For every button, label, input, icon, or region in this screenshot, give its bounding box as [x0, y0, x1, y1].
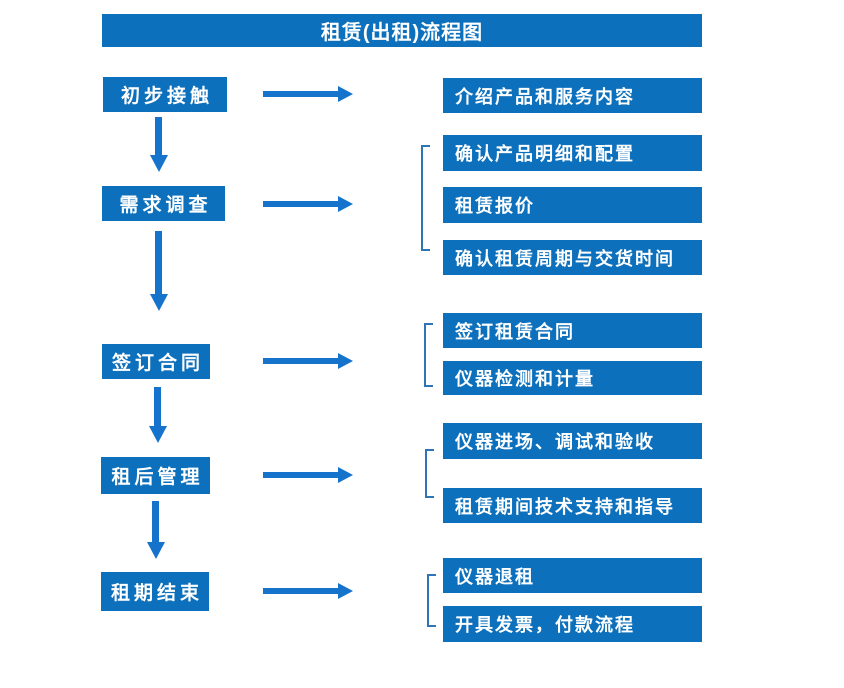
arrow-down-4 — [152, 501, 159, 542]
detail-box-instrument-setup: 仪器进场、调试和验收 — [443, 423, 702, 459]
stage-box-initial-contact: 初步接触 — [103, 77, 227, 112]
detail-box-invoice-payment: 开具发票，付款流程 — [443, 606, 702, 642]
detail-box-instrument-testing: 仪器检测和计量 — [443, 361, 702, 395]
arrow-down-1 — [155, 117, 162, 155]
arrow-right-3 — [263, 358, 338, 364]
detail-box-tech-support: 租赁期间技术支持和指导 — [443, 488, 702, 523]
flowchart-title: 租赁(出租)流程图 — [102, 14, 702, 47]
detail-box-instrument-return: 仪器退租 — [443, 558, 702, 593]
arrow-right-1 — [263, 91, 338, 97]
detail-box-rental-quotation: 租赁报价 — [443, 187, 702, 223]
stage-box-demand-survey: 需求调查 — [102, 186, 225, 221]
arrow-down-2 — [155, 231, 162, 294]
stage-box-sign-contract: 签订合同 — [102, 344, 210, 379]
bracket-group-sign-contract — [424, 323, 433, 387]
detail-box-sign-rental-contract: 签订租赁合同 — [443, 313, 702, 348]
arrow-right-2 — [263, 201, 338, 207]
arrow-down-3 — [154, 387, 161, 426]
detail-box-confirm-period: 确认租赁周期与交货时间 — [443, 240, 702, 275]
bracket-group-rental-end — [427, 574, 436, 627]
detail-box-introduce-products: 介绍产品和服务内容 — [443, 78, 702, 113]
arrow-right-4 — [263, 472, 338, 478]
detail-box-confirm-product-spec: 确认产品明细和配置 — [443, 135, 702, 171]
stage-box-post-rental-management: 租后管理 — [101, 457, 210, 494]
bracket-group-demand-survey — [421, 145, 430, 251]
bracket-group-post-rental — [425, 449, 434, 498]
stage-box-rental-end: 租期结束 — [101, 572, 209, 611]
arrow-right-5 — [263, 588, 338, 594]
